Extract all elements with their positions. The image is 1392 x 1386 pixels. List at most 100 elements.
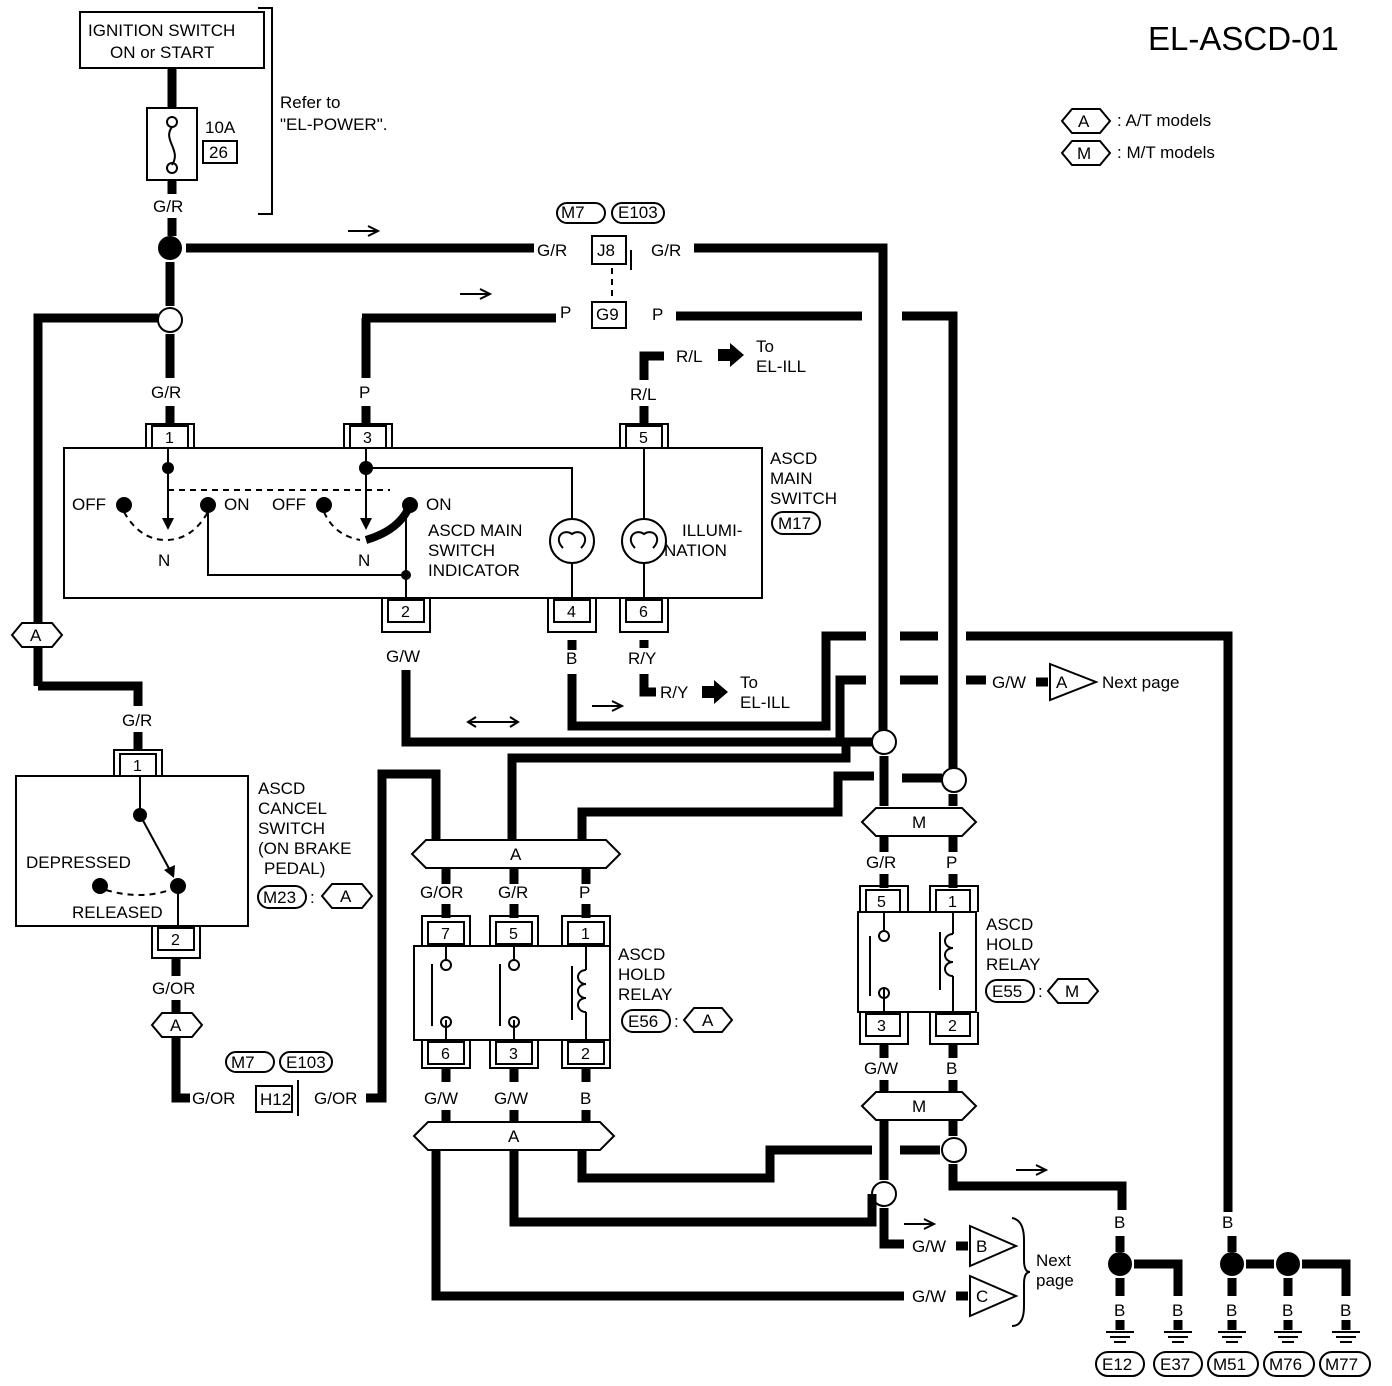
conn-m23: M23 — [263, 888, 296, 907]
at-marker-relay-top-label: A — [510, 845, 522, 864]
wire-label-b-at: B — [580, 1089, 591, 1108]
fuse-number: 26 — [209, 143, 228, 162]
to-el-ill-top-line1: To — [756, 337, 774, 356]
indicator-line2: SWITCH — [428, 541, 495, 560]
legend-a-symbol: A — [1078, 112, 1090, 131]
wire-label-gr-at: G/R — [498, 883, 528, 902]
main-off-1: OFF — [72, 495, 106, 514]
ignition-switch-line1: IGNITION SWITCH — [88, 21, 235, 40]
next-page-bc-line1: Next — [1036, 1251, 1071, 1270]
ascd-hold-relay-at: 7 5 1 6 3 2 ASCD HOLD RELAY E56 : — [413, 915, 734, 1069]
illum-line2: NATION — [664, 541, 727, 560]
wire-label-gr-cancel: G/R — [122, 711, 152, 730]
conn-e56: E56 — [628, 1012, 658, 1031]
at-pin-7: 7 — [441, 926, 450, 943]
m23-colon: : — [310, 888, 315, 907]
wire-label-ry-right: R/Y — [660, 683, 688, 702]
e55-colon: : — [1038, 982, 1043, 1001]
conn-m17: M17 — [778, 514, 811, 533]
e56-colon: : — [674, 1012, 679, 1031]
at-pin-2: 2 — [581, 1046, 590, 1063]
offpage-a-letter: A — [1056, 673, 1068, 692]
ground-e37-label: E37 — [1160, 1355, 1190, 1374]
mt-marker-top-label: M — [912, 813, 926, 832]
at-pin-5: 5 — [509, 926, 518, 943]
ground-m77: B M77 — [1319, 1301, 1371, 1377]
cancel-released: RELEASED — [72, 903, 163, 922]
refer-line2: "EL-POWER". — [280, 115, 387, 134]
wire-label-gor-at: G/OR — [420, 883, 463, 902]
to-el-ill-top-line2: EL-ILL — [756, 357, 806, 376]
wire-label-gor-cancel: G/OR — [152, 979, 195, 998]
ground-m51: B M51 — [1207, 1301, 1259, 1377]
mt-marker-top — [860, 807, 978, 837]
ground-m76: B M76 — [1263, 1301, 1315, 1377]
wire-label-p-g9-left: P — [560, 303, 571, 322]
offpage-b-next — [969, 1224, 1019, 1268]
cancel-name-5: PEDAL) — [264, 859, 325, 878]
cancel-pin-1: 1 — [133, 758, 142, 775]
ascd-cancel-switch: 1 2 DEPRESSED RELEASED ASCD CANCEL SWITC… — [15, 749, 374, 959]
splice-gr-open — [157, 307, 183, 333]
legend-m-text: : M/T models — [1117, 143, 1215, 162]
ignition-switch-line2: ON or START — [110, 43, 214, 62]
ground-e37: B E37 — [1153, 1301, 1203, 1377]
at-marker-relay-bottom — [412, 1121, 616, 1151]
wire-label-gr-fuse: G/R — [153, 197, 183, 216]
conn-j8: J8 — [597, 241, 615, 260]
wire-label-p-mt: P — [946, 853, 957, 872]
at-marker-left — [10, 622, 64, 648]
wire-label-gr-j8-right: G/R — [651, 241, 681, 260]
mt-pin-3: 3 — [877, 1018, 886, 1035]
fuse: 10A 26 — [146, 107, 238, 181]
cancel-name-1: ASCD — [258, 779, 305, 798]
mt-marker-bottom-label: M — [912, 1097, 926, 1116]
at-relay-line3: RELAY — [618, 985, 673, 1004]
main-switch-name-2: MAIN — [770, 469, 813, 488]
mt-relay-line1: ASCD — [986, 915, 1033, 934]
ground-m77-wire: B — [1340, 1301, 1351, 1320]
m23-a-marker: A — [340, 887, 352, 906]
splice-p-right — [941, 767, 967, 793]
wire-label-b-main: B — [566, 649, 577, 668]
ground-e12-wire: B — [1114, 1301, 1125, 1320]
ascd-main-switch: 1 3 5 2 4 6 OFF ON N O — [63, 423, 837, 633]
wire-label-rl-main: R/L — [630, 385, 656, 404]
cancel-pin-2: 2 — [171, 932, 180, 949]
at-pin-3: 3 — [509, 1046, 518, 1063]
main-n-1: N — [158, 551, 170, 570]
main-pin-3: 3 — [363, 430, 372, 447]
wire-label-rl-right: R/L — [676, 347, 702, 366]
next-page-bc-line2: page — [1036, 1271, 1074, 1290]
cancel-name-2: CANCEL — [258, 799, 327, 818]
mt-relay-line2: HOLD — [986, 935, 1033, 954]
wire-label-gw-mt: G/W — [864, 1059, 898, 1078]
splice-gr-right — [871, 729, 897, 755]
mt-pin-1: 1 — [948, 894, 957, 911]
ascd-hold-relay-mt: 5 1 3 2 ASCD HOLD RELAY E55 : M — [857, 885, 1100, 1045]
wire-label-p-main: P — [359, 383, 370, 402]
wire-label-p-g9-right: P — [652, 305, 663, 324]
wire-label-gr-j8-left: G/R — [537, 241, 567, 260]
ground-e12: B E12 — [1095, 1301, 1145, 1377]
at-marker-left-label: A — [30, 626, 42, 645]
at-relay-line2: HOLD — [618, 965, 665, 984]
at-marker-relay-top — [410, 839, 622, 869]
main-switch-name-1: ASCD — [770, 449, 817, 468]
next-page-a: Next page — [1102, 673, 1180, 692]
wire-label-gr-main: G/R — [151, 383, 181, 402]
main-on-2: ON — [426, 495, 452, 514]
main-switch-name-3: SWITCH — [770, 489, 837, 508]
e56-a-marker: A — [702, 1011, 714, 1030]
wire-label-gw-main: G/W — [386, 647, 420, 666]
at-marker-relay-bottom-label: A — [508, 1127, 520, 1146]
wire-label-gw-at-3: G/W — [494, 1089, 528, 1108]
wire-label-b-mt: B — [946, 1059, 957, 1078]
at-relay-line1: ASCD — [618, 945, 665, 964]
wire-label-gw-c: G/W — [912, 1287, 946, 1306]
conn-e103-bottom: E103 — [286, 1053, 326, 1072]
offpage-c-letter: C — [976, 1287, 988, 1306]
wire-label-gw-next: G/W — [992, 673, 1026, 692]
offpage-b-letter: B — [976, 1237, 987, 1256]
